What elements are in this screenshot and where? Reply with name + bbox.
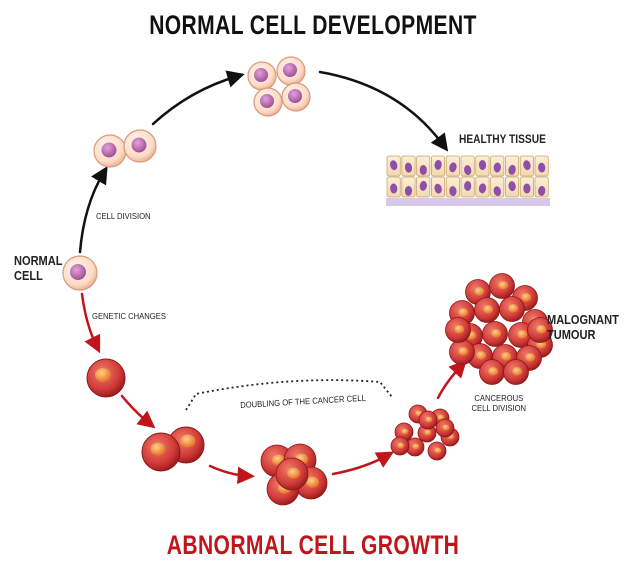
tissue-nucleus: [449, 186, 457, 197]
cancer-nucleus: [498, 281, 509, 290]
cancerous-division-cluster: [390, 404, 460, 461]
label-malignant-tumour: MALOGNANT TUMOUR: [547, 312, 619, 342]
single-cancer-cell: [86, 358, 126, 398]
tissue-nucleus: [434, 159, 442, 170]
cancer-nucleus: [458, 308, 469, 317]
tissue-nucleus: [478, 183, 487, 194]
tissue-nucleus: [523, 160, 531, 171]
tissue-nucleus: [523, 183, 531, 194]
tissue-nucleus: [449, 162, 457, 173]
tissue-nucleus: [478, 160, 487, 171]
tissue-nucleus: [464, 180, 472, 191]
tissue-nucleus: [390, 183, 398, 194]
divided-normal-cells: [93, 129, 157, 168]
arrow-division-to-four: [151, 70, 245, 126]
tissue-nucleus: [419, 165, 427, 176]
malignant-tumour: [445, 273, 553, 385]
label-healthy-tissue: HEALTHY TISSUE: [459, 132, 546, 146]
cancer-nucleus: [442, 424, 450, 431]
doubling-bracket: [185, 379, 393, 411]
cancer-cell-cluster: [260, 443, 328, 506]
tissue-nucleus: [404, 162, 413, 173]
cancer-nucleus: [401, 428, 409, 435]
cancer-nucleus: [476, 351, 487, 360]
tissue-nucleus: [434, 183, 442, 194]
doubled-cancer-cells: [141, 426, 205, 472]
cancer-nucleus: [536, 325, 547, 334]
cancer-nucleus: [512, 367, 523, 376]
arrow-division-to-tumour: [436, 359, 467, 400]
cancer-nucleus: [501, 352, 512, 361]
cancer-nucleus: [397, 442, 405, 449]
cancer-nucleus: [458, 347, 469, 356]
cancer-nucleus: [306, 476, 320, 488]
four-normal-cells: [247, 56, 311, 117]
arrow-cluster-to-division: [331, 451, 395, 476]
tissue-nucleus: [390, 160, 398, 171]
arrow-cancer-to-double: [120, 394, 156, 429]
arrow-normal-to-division: [78, 166, 108, 254]
label-genetic-changes: GENETIC CHANGES: [92, 311, 166, 321]
red-arrows: [80, 292, 467, 485]
tissue-nucleus: [508, 164, 516, 175]
tissue-nucleus: [493, 162, 501, 173]
arrow-normal-to-cancer: [80, 292, 101, 354]
tissue-nucleus: [404, 185, 413, 196]
tissue-nucleus: [464, 165, 472, 176]
label-cell-division: CELL DIVISION: [96, 211, 151, 221]
cancer-nucleus: [521, 293, 532, 302]
cancer-nucleus: [508, 304, 519, 313]
label-cancerous-division: CANCEROUS CELL DIVISION: [471, 393, 527, 413]
black-arrows: [78, 70, 449, 254]
arrow-four-to-tissue: [318, 70, 449, 152]
cancer-nucleus: [517, 330, 528, 339]
normal-cell: [62, 255, 98, 291]
cancer-nucleus: [425, 416, 433, 423]
healthy-tissue: [386, 155, 550, 206]
cancer-nucleus: [474, 287, 485, 296]
arrow-double-to-cluster: [208, 464, 255, 485]
cancer-nucleus: [412, 443, 420, 450]
tissue-nucleus: [493, 186, 502, 197]
abnormal-growth-title: ABNORMAL CELL GROWTH: [166, 530, 460, 560]
tissue-nucleus: [538, 162, 546, 173]
tissue-nucleus: [538, 185, 546, 196]
tissue-nucleus: [419, 180, 427, 191]
label-normal-cell: NORMAL CELL: [14, 253, 63, 283]
tissue-nucleus: [508, 181, 516, 192]
cancer-nucleus: [424, 429, 432, 436]
cancer-nucleus: [434, 447, 442, 454]
cancer-nucleus: [488, 367, 499, 376]
cancer-nucleus: [287, 467, 301, 479]
page-title: NORMAL CELL DEVELOPMENT: [149, 10, 477, 40]
cancer-nucleus: [483, 305, 494, 314]
cancer-nucleus: [454, 325, 465, 334]
cancer-nucleus: [525, 353, 536, 362]
cancer-nucleus: [491, 329, 502, 338]
